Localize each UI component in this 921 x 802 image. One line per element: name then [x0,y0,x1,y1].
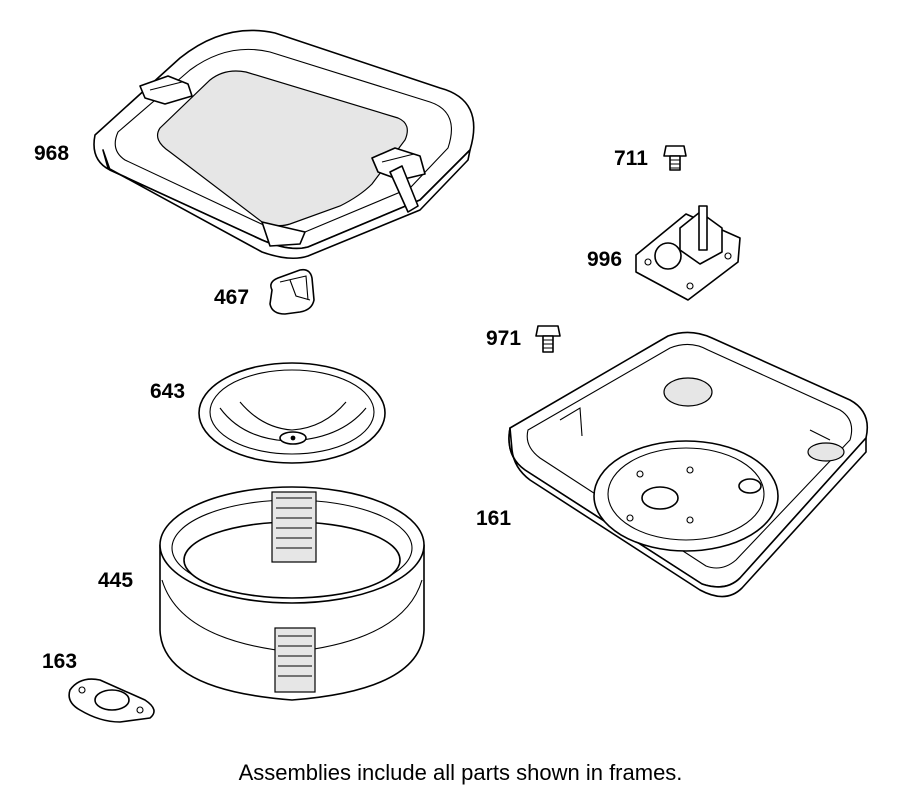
part-label-996: 996 [587,248,623,271]
part-445-filter-drawing [159,486,425,701]
part-label-161: 161 [476,507,512,530]
part-label-968: 968 [34,142,70,165]
part-label-711: 711 [614,147,648,170]
part-467-knob-drawing [269,268,315,315]
part-161-base-drawing [508,331,869,598]
part-971-bolt-drawing [535,325,561,353]
part-label-643: 643 [150,380,186,403]
part-643-plate-drawing [198,362,386,464]
part-968-cover-drawing [93,29,475,260]
part-label-467: 467 [214,286,250,309]
part-711-screw-drawing [663,145,687,171]
part-163-gasket-drawing [68,678,155,723]
part-label-971: 971 [486,327,522,350]
part-996-plate-drawing [635,205,741,301]
part-label-163: 163 [42,650,78,673]
part-label-445: 445 [98,569,134,592]
diagram-caption: Assemblies include all parts shown in fr… [238,760,683,785]
